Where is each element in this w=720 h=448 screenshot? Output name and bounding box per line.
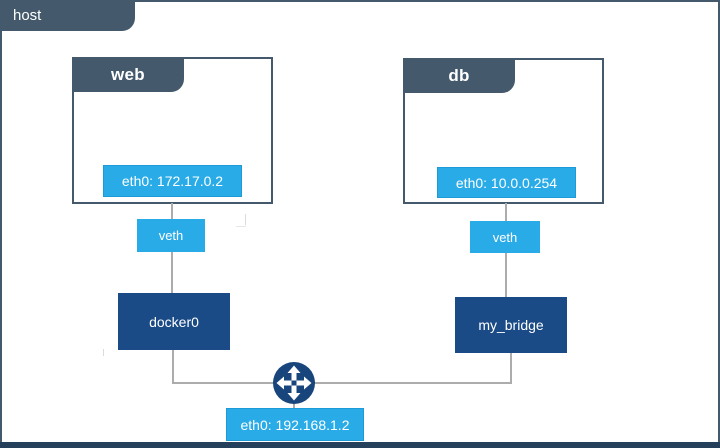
host-eth0-label: eth0: 192.168.1.2 — [226, 408, 364, 441]
connector-db-veth — [505, 203, 507, 221]
bridge-docker0: docker0 — [118, 293, 230, 350]
host-label: host — [13, 7, 42, 24]
container-web-title: web — [111, 64, 145, 84]
connector-horizontal — [172, 382, 512, 384]
connector-veth-mybridge — [505, 253, 507, 297]
connector-router-eth0 — [293, 403, 295, 409]
connector-veth-docker0 — [171, 252, 173, 293]
web-eth0-label: eth0: 172.17.0.2 — [103, 165, 242, 197]
host-bottom-bar — [0, 442, 720, 448]
host-tab: host — [0, 0, 135, 31]
db-eth0-label: eth0: 10.0.0.254 — [437, 167, 576, 198]
ghost-artifact — [236, 226, 246, 227]
container-db-tab: db — [403, 58, 515, 93]
container-web-tab: web — [72, 57, 184, 92]
ghost-artifact — [103, 349, 104, 356]
connector-mybridge-down — [510, 353, 512, 382]
container-db-title: db — [448, 65, 470, 85]
connector-docker0-down — [172, 350, 174, 383]
ghost-artifact — [245, 214, 246, 225]
connector-web-veth — [171, 203, 173, 219]
veth-web: veth — [137, 219, 205, 252]
veth-db: veth — [470, 221, 540, 253]
cross-arrows-icon — [273, 362, 315, 404]
bridge-my-bridge: my_bridge — [455, 297, 567, 353]
